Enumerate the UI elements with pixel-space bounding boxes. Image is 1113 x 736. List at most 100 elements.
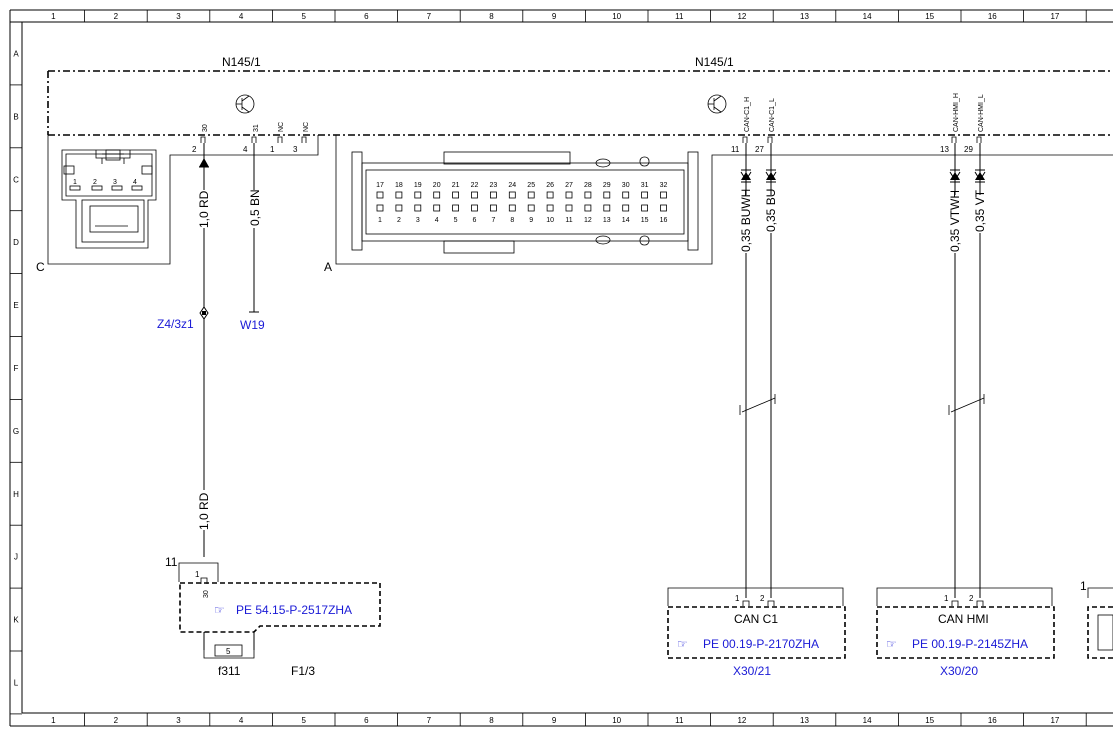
connector-a-cavity [508, 191, 516, 199]
ruler-column-label: 15 [925, 716, 934, 725]
ruler-row-label: E [13, 301, 18, 310]
connector-a-pin: 9 [529, 217, 533, 224]
pin-label-can-c1-h: CAN-C1_H [744, 97, 751, 132]
connector-a-pin: 28 [584, 182, 592, 189]
pe-ref-power[interactable]: PE 54.15-P-2517ZHA [236, 603, 352, 617]
book-icon[interactable]: ☞ [677, 637, 688, 651]
ruler-column-label: 11 [675, 716, 684, 725]
connector-a-pin: 32 [660, 182, 668, 189]
connector-a-cavity [489, 191, 497, 199]
ruler-column-label: 15 [925, 12, 934, 21]
ruler-column-label: 1 [51, 12, 56, 21]
connector-c-pin: 3 [113, 179, 117, 186]
ruler-row-label: K [13, 616, 19, 625]
fuse-box-pin-11: 11 [165, 555, 178, 569]
connector-a-pin: 31 [641, 182, 649, 189]
ruler-column-label: 14 [863, 12, 872, 21]
ruler-column-label: 5 [301, 12, 306, 21]
connector-a-cavity [565, 204, 573, 212]
connector-a-pin: 12 [584, 217, 592, 224]
ruler-column-label: 10 [612, 12, 621, 21]
connector-a-cavity [584, 204, 592, 212]
book-icon[interactable]: ☞ [886, 637, 897, 651]
module-n145-1: N145/1 N145/1 C A 30 31 NC NC CAN-C1_H C [36, 55, 1113, 274]
x30-20-ref[interactable]: X30/20 [940, 664, 978, 678]
pe-ref-can-hmi[interactable]: PE 00.19-P-2145ZHA [912, 637, 1028, 651]
can-c1-wires: 0,35 BUWH 0,35 BU [739, 143, 778, 598]
ruler-row-label: D [13, 238, 19, 247]
ruler-row-label: L [14, 678, 19, 687]
pin-label-31: 31 [253, 124, 260, 132]
connector-a-cavity [546, 191, 554, 199]
connector-c-pin: 4 [133, 179, 137, 186]
ruler-column-label: 11 [675, 12, 684, 21]
connector-a-cavity [527, 191, 535, 199]
connector-c-drawing: 1 2 3 4 [61, 149, 157, 249]
pin-number-2: 2 [192, 145, 197, 154]
ground-ref-w19[interactable]: W19 [240, 318, 265, 332]
transistor-icon [707, 94, 727, 114]
ruler-column-label: 3 [176, 716, 181, 725]
ruler-column-label: 10 [612, 716, 621, 725]
book-icon[interactable]: ☞ [214, 603, 225, 617]
ruler-row-label: B [13, 112, 18, 121]
twisted-pair-mark [950, 397, 985, 413]
ruler-column-label: 6 [364, 12, 369, 21]
connector-a-cavity [471, 191, 478, 199]
ruler-column-label: 9 [552, 12, 557, 21]
ruler-column-label: 4 [239, 716, 244, 725]
connector-c-pin: 1 [73, 179, 77, 186]
connector-a-cavity [641, 204, 648, 212]
connector-a-pin: 3 [416, 217, 420, 224]
connector-c-label: C [36, 260, 45, 274]
connector-a-pin: 23 [490, 182, 498, 189]
ruler-column-label: 16 [988, 12, 997, 21]
ruler-column-label: 2 [114, 12, 119, 21]
connector-a-cavity [489, 204, 497, 212]
ruler-column-label: 2 [114, 716, 119, 725]
connector-a-pin: 1 [378, 217, 382, 224]
connector-a-pin: 4 [435, 217, 439, 224]
ruler-row-label: C [13, 175, 19, 184]
right-edge-pin-1: 1 [1080, 579, 1087, 593]
connector-a-cavity [603, 204, 611, 212]
connector-a-cavity [433, 191, 441, 199]
splice-ref-z4-3z1[interactable]: Z4/3z1 [157, 317, 194, 331]
connector-a-pin: 18 [395, 182, 403, 189]
connector-a-pin: 20 [433, 182, 441, 189]
pin-label-can-c1-l: CAN-C1_L [769, 98, 776, 132]
pin-number-3: 3 [293, 145, 298, 154]
pin-stubs [200, 136, 982, 143]
connector-a-cavity [508, 204, 516, 212]
connector-a-cavity [395, 204, 403, 212]
pin-label-nc-2: NC [303, 122, 310, 132]
connector-a-pin: 24 [508, 182, 516, 189]
connector-c-pin: 2 [93, 179, 97, 186]
can-c1-connector: 1 2 CAN C1 ☞ PE 00.19-P-2170ZHA X30/21 [667, 587, 846, 678]
ruler-column-label: 16 [988, 716, 997, 725]
connector-a-pin: 13 [603, 217, 611, 224]
ruler-column-label: 14 [863, 716, 872, 725]
ruler-column-label: 3 [176, 12, 181, 21]
connector-a-pin: 8 [510, 217, 514, 224]
fuse-terminal-30: 30 [203, 590, 210, 598]
pin-number-29: 29 [964, 145, 973, 154]
connector-a-pin: 19 [414, 182, 422, 189]
fuse-box-name-f1-3: F1/3 [291, 664, 315, 678]
connector-a-cavity [376, 191, 384, 199]
connector-a-pin: 26 [546, 182, 554, 189]
connector-a-pin: 29 [603, 182, 611, 189]
pe-ref-can-c1[interactable]: PE 00.19-P-2170ZHA [703, 637, 819, 651]
ruler-row-label: J [14, 553, 18, 562]
connector-a-pin: 22 [471, 182, 479, 189]
ruler-column-label: 7 [427, 716, 432, 725]
connector-a-cavity [660, 204, 667, 212]
connector-a-cavity [565, 191, 573, 199]
can-hmi-connector: 1 2 CAN HMI ☞ PE 00.19-P-2145ZHA X30/20 [876, 587, 1055, 678]
connector-a-pin: 14 [622, 217, 630, 224]
pin-number-13: 13 [940, 145, 949, 154]
x30-21-ref[interactable]: X30/21 [733, 664, 771, 678]
